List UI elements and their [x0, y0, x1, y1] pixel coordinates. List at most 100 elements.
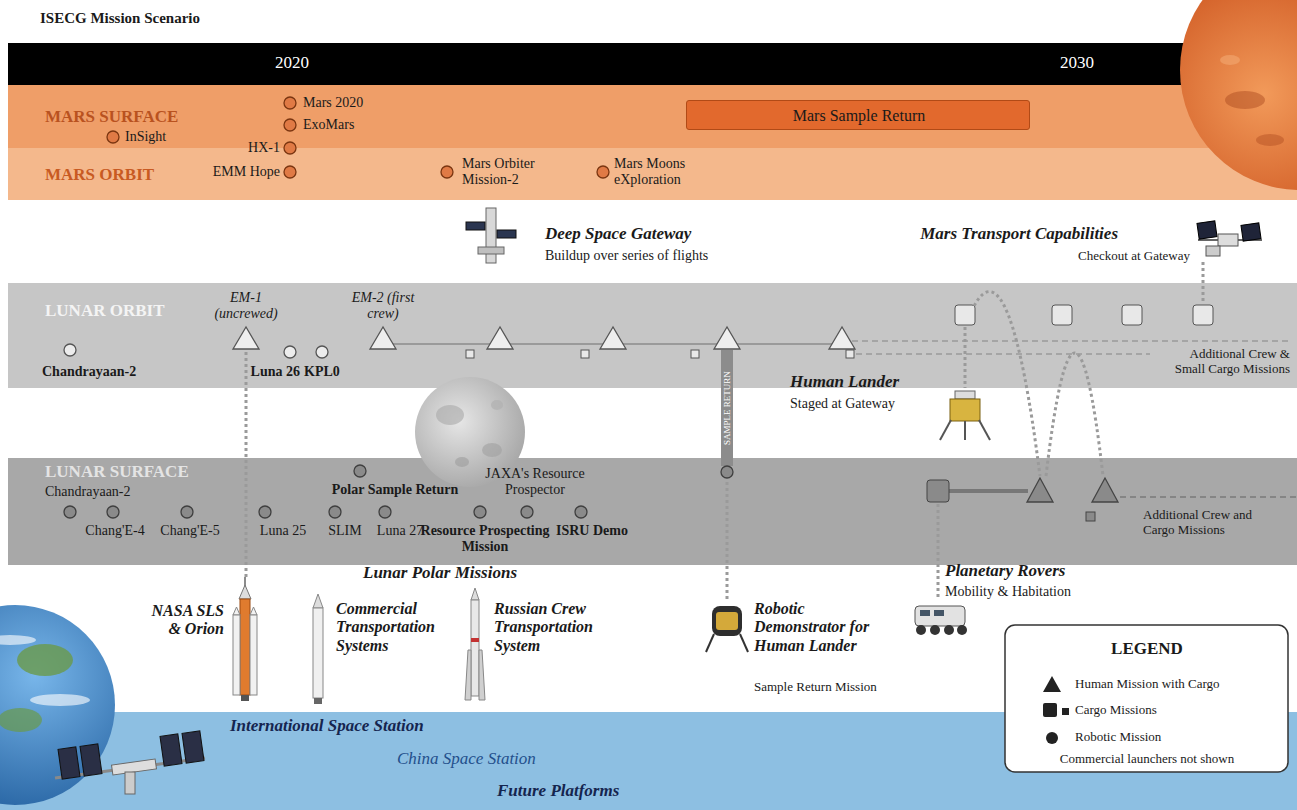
circle-marker — [574, 505, 588, 519]
element-title: Mars Transport Capabilities — [920, 224, 1118, 244]
marker-label: NASA SLS & Orion — [142, 602, 224, 639]
element-note: Buildup over series of flights — [545, 248, 708, 264]
band-label: Future Platforms — [497, 781, 619, 801]
marker-label: EMM Hope — [213, 164, 280, 180]
commercial-rocket — [313, 594, 323, 704]
lunar-orbit-band: LUNAR ORBITChandrayaan-2EM-1 (uncrewed)L… — [8, 283, 1297, 388]
marker-label: InSight — [125, 129, 166, 145]
circle-marker — [283, 345, 297, 359]
marker-label: Polar Sample Return — [332, 482, 459, 498]
mission-marker: ExoMars — [283, 117, 354, 133]
legend-box — [1005, 625, 1288, 772]
circle-marker — [440, 165, 454, 179]
marker-label: EM-1 (uncrewed) — [206, 290, 286, 322]
mission-marker: Polar Sample Return — [332, 464, 459, 498]
campaign-bar: Mars Sample Return — [686, 100, 1030, 130]
element-title: Russian Crew Transportation System — [494, 600, 612, 655]
circle-marker — [106, 130, 120, 144]
element-title: Deep Space Gateway — [545, 224, 691, 244]
mission-marker: Mars Moons eXploration — [596, 156, 714, 188]
earth — [0, 605, 115, 805]
timeline-bar: 20202030 — [8, 43, 1297, 85]
legend-title: LEGEND — [1111, 639, 1183, 659]
element-note: Sample Return Mission — [754, 680, 877, 695]
marker-label: ISRU Demo — [556, 523, 628, 539]
human-lander — [940, 391, 990, 440]
marker-label: SLIM — [328, 523, 361, 539]
circle-marker — [106, 505, 120, 519]
timeline-bands — [0, 43, 1297, 810]
gateway-flights — [383, 305, 1290, 358]
rocket-marker — [228, 577, 262, 703]
circle-marker — [473, 505, 487, 519]
circle-marker — [283, 165, 297, 179]
mission-marker: SLIM — [328, 505, 362, 539]
mission-marker: ISRU Demo — [556, 505, 628, 539]
mission-marker: Chandrayaan-2 — [42, 343, 136, 380]
element-note: Mobility & Habitation — [945, 584, 1071, 600]
marker-label: JAXA's Resource Prospector — [470, 466, 600, 498]
gateway-station — [466, 208, 516, 263]
element-title: Commercial Transportation Systems — [336, 600, 448, 655]
mission-marker: Luna 25 — [258, 505, 306, 539]
circle-marker — [180, 505, 194, 519]
marker-label: Luna 26 — [251, 364, 300, 380]
lunar-surface-band: LUNAR SURFACEChandrayaan-2Chang'E-4Chang… — [8, 458, 1297, 565]
tri-marker — [369, 326, 397, 350]
marker-label: Resource Prospecting Mission — [420, 523, 550, 555]
circle-marker — [353, 464, 367, 478]
launch-path — [245, 350, 248, 577]
element-note: Staged at Gateway — [790, 396, 895, 412]
mars-orbit-band: MARS ORBITHX-1EMM HopeMars Orbiter Missi… — [8, 148, 1297, 200]
mars-surface-band: MARS SURFACEInSightMars 2020ExoMarsMars … — [8, 85, 1297, 148]
tri-marker — [232, 326, 260, 350]
mission-marker: Chang'E-5 — [160, 505, 219, 539]
circle-marker — [328, 505, 342, 519]
circle-marker — [283, 118, 297, 132]
planetary-rover — [915, 606, 967, 635]
band-label: LUNAR SURFACE — [45, 462, 189, 482]
mission-marker: Luna 26 — [251, 345, 300, 380]
mission-marker: HX-1 — [248, 140, 297, 156]
mission-marker: Mars Orbiter Mission-2 — [440, 156, 572, 188]
marker-label: Mars Orbiter Mission-2 — [462, 156, 572, 188]
space-station — [55, 731, 205, 794]
circle-marker — [596, 165, 610, 179]
element-title: Planetary Rovers — [945, 561, 1065, 581]
band-label: International Space Station — [230, 716, 424, 736]
circle-marker — [258, 505, 272, 519]
mission-marker: InSight — [106, 129, 166, 145]
marker-label: Chandrayaan-2 — [42, 364, 136, 380]
marker-label: ExoMars — [303, 117, 354, 133]
mission-marker: Mars 2020 — [283, 95, 363, 111]
circle-marker — [283, 96, 297, 110]
element-note: Additional Crew and Cargo Missions — [1143, 508, 1261, 538]
mission-marker: EMM Hope — [213, 164, 297, 180]
robotic-demonstrator — [706, 606, 748, 652]
legend-label: Robotic Mission — [1075, 730, 1161, 745]
marker-label: Chang'E-4 — [85, 523, 144, 539]
circle-marker — [63, 505, 77, 519]
circle-marker — [63, 343, 77, 357]
legend-label: Cargo Missions — [1075, 703, 1157, 718]
mission-marker: Chang'E-4 — [85, 505, 144, 539]
crewed-mission-marker: EM-1 (uncrewed) — [206, 290, 286, 350]
mission-marker: KPL0 — [304, 345, 340, 380]
diagram-title: ISECG Mission Scenario — [40, 10, 200, 27]
marker-label: KPL0 — [304, 364, 340, 380]
mars-planet — [1180, 0, 1297, 190]
element-title: Lunar Polar Missions — [363, 563, 517, 583]
element-note: Checkout at Gateway — [1078, 249, 1190, 264]
circle-marker — [315, 345, 329, 359]
circle-marker — [520, 505, 534, 519]
legend-label: Human Mission with Cargo — [1075, 677, 1220, 692]
band-label: MARS ORBIT — [45, 165, 154, 185]
dotted-paths — [727, 262, 1203, 602]
element-title: Human Lander — [790, 372, 899, 392]
element-note: Additional Crew & Small Cargo Missions — [1158, 347, 1290, 377]
marker-label: Chang'E-5 — [160, 523, 219, 539]
russian-rocket — [465, 588, 485, 700]
circle-marker — [378, 505, 392, 519]
band-label: 2030 — [1060, 53, 1094, 73]
